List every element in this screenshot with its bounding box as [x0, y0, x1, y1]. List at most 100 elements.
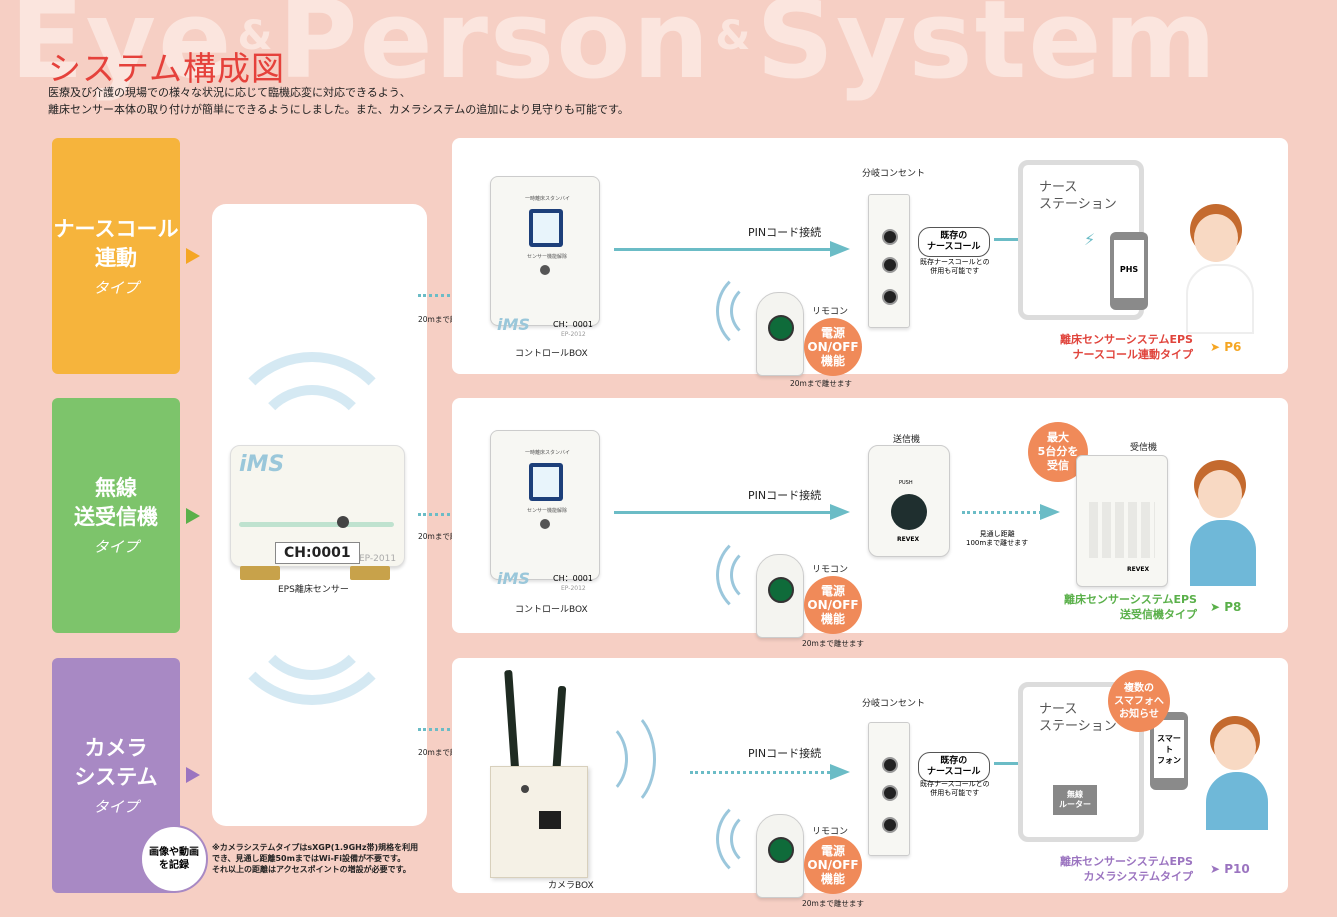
- uniform: [1190, 520, 1256, 586]
- record-badge: 画像や動画 を記録: [140, 825, 208, 893]
- face: [1214, 724, 1256, 770]
- type-nursecall[interactable]: ナースコール 連動 タイプ: [52, 138, 180, 374]
- bg-word-person: Person: [278, 0, 712, 103]
- arrow-head-icon: [830, 241, 850, 257]
- remote-label: リモコン: [812, 827, 849, 837]
- pin-arrow: [614, 248, 832, 251]
- remote-control: [756, 814, 804, 898]
- socket-icon: [882, 229, 898, 245]
- distance-note: 20mまで離せます: [802, 899, 864, 908]
- smartphone-label: スマート フォン: [1154, 720, 1184, 778]
- distance-note: 20mまで離せます: [790, 379, 852, 388]
- receiver-device: REVEX: [1076, 455, 1168, 587]
- ctl-screen: [529, 209, 563, 247]
- type-title: 無線 送受信機: [74, 476, 158, 529]
- existing-note: 既存ナースコールとの 併用も可能です: [920, 258, 990, 275]
- ch-plate: CH:0001: [275, 542, 360, 564]
- camera-sensor-icon: [521, 785, 529, 793]
- receiver-slots: [1089, 502, 1155, 558]
- page-number: P6: [1224, 340, 1242, 354]
- push-label: PUSH: [899, 480, 913, 486]
- nurse-illustration: [1170, 200, 1260, 334]
- phs-label: PHS: [1114, 240, 1144, 298]
- intro-line: 医療及び介護の現場での様々な状況に応じて臨機応変に対応できるよう、: [48, 86, 411, 99]
- uniform: [1186, 264, 1254, 334]
- camera-box-label: カメラBOX: [548, 881, 594, 891]
- distance-note: 20mまで離せます: [418, 315, 480, 324]
- distance-100m: 見通し距離 100mまで離せます: [966, 530, 1029, 547]
- transmitter-label: 送信機: [893, 435, 921, 445]
- ims-logo: iMS: [497, 315, 530, 334]
- page-link-p6[interactable]: ➤ P6: [1210, 340, 1242, 354]
- page-link-p10[interactable]: ➤ P10: [1210, 862, 1250, 876]
- dashed-arrow: [418, 728, 462, 731]
- sensor-label: EPS離床センサー: [278, 585, 349, 595]
- intro-line: 離床センサー本体の取り付けが簡単にできるようにしました。また、カメラシステムの追…: [48, 103, 629, 116]
- pin-label: PINコード接続: [748, 489, 822, 502]
- ctl-ch: CH：0001: [553, 320, 593, 329]
- branch-outlet: [868, 722, 910, 856]
- row-reference: 離床センサーシステムEPS カメラシステムタイプ: [1060, 855, 1193, 883]
- pin-arrow: [614, 511, 832, 514]
- control-box-label: コントロールBOX: [515, 349, 588, 359]
- arrow-head-icon: [830, 764, 850, 780]
- type-title: カメラ システム: [74, 736, 158, 789]
- page-link-p8[interactable]: ➤ P8: [1210, 600, 1242, 614]
- notify-smartphones-badge: 複数の スマフォへ お知らせ: [1108, 670, 1170, 732]
- ctl-model: EP-2012: [561, 585, 586, 592]
- remote-button-icon: [768, 837, 794, 863]
- bg-word-eye: Eye: [10, 0, 234, 103]
- dashed-arrow: [418, 513, 462, 516]
- bg-amp: &: [237, 13, 275, 59]
- distance-note: 20mまで離せます: [418, 748, 480, 757]
- receiver-label: 受信機: [1130, 443, 1158, 453]
- ctl-top-label: 一時離床スタンバイ: [525, 196, 571, 202]
- nurse-station-label: ナース ステーション: [1039, 702, 1117, 734]
- signal-wave-icon: [222, 352, 402, 532]
- signal-wave-icon: [730, 546, 788, 604]
- socket-icon: [882, 289, 898, 305]
- type-wireless[interactable]: 無線 送受信機 タイプ: [52, 398, 180, 633]
- ctl-sub-label: センサー機能解除: [527, 254, 568, 260]
- ctl-screen: [529, 463, 563, 501]
- existing-nursecall-pill: 既存の ナースコール: [918, 227, 990, 257]
- brand-label: REVEX: [897, 536, 920, 543]
- ctl-top-label: 一時離床スタンバイ: [525, 450, 571, 456]
- signal-wave-icon: [566, 720, 628, 798]
- remote-button-icon: [768, 315, 794, 341]
- type-sub: タイプ: [93, 278, 139, 297]
- socket-icon: [882, 257, 898, 273]
- eps-sensor-device: iMS CH:0001 EP-2011: [230, 445, 405, 567]
- ctl-button-icon: [540, 265, 550, 275]
- ctl-ch: CH：0001: [553, 574, 593, 583]
- control-box: 一時離床スタンバイ センサー機能解除 iMS CH：0001 EP-2012: [490, 176, 600, 338]
- camera-lens-icon: [539, 811, 561, 829]
- bg-word-system: System: [756, 0, 1219, 103]
- dashed-arrow: [690, 771, 830, 774]
- face: [1194, 214, 1238, 262]
- dashed-arrow: [962, 511, 1042, 514]
- remote-control: [756, 554, 804, 638]
- signal-wave-icon: [716, 532, 802, 618]
- pin-label: PINコード接続: [748, 226, 822, 239]
- signal-icon: ⚡: [1084, 230, 1096, 249]
- remote-onoff-badge: 電源 ON/OFF 機能: [804, 576, 862, 634]
- signal-wave-icon: [580, 706, 656, 812]
- dashed-arrow: [418, 294, 462, 297]
- nurse-illustration: [1176, 460, 1266, 590]
- nurse-illustration: [1194, 716, 1274, 830]
- socket-icon: [882, 785, 898, 801]
- push-button-icon: [891, 494, 927, 530]
- distance-note: 20mまで離せます: [418, 532, 480, 541]
- remote-label: リモコン: [812, 307, 849, 317]
- transmitter-device: PUSH REVEX: [868, 445, 950, 557]
- type-sub: タイプ: [93, 798, 139, 816]
- outlet-label: 分岐コンセント: [862, 169, 926, 179]
- row-reference: 離床センサーシステムEPS 送受信機タイプ: [1064, 593, 1197, 621]
- signal-wave-icon: [250, 556, 374, 680]
- ctl-button-icon: [540, 519, 550, 529]
- arrow-head-icon: [830, 504, 850, 520]
- face: [1198, 470, 1242, 518]
- remote-onoff-badge: 電源 ON/OFF 機能: [804, 318, 862, 376]
- remote-control: [756, 292, 804, 376]
